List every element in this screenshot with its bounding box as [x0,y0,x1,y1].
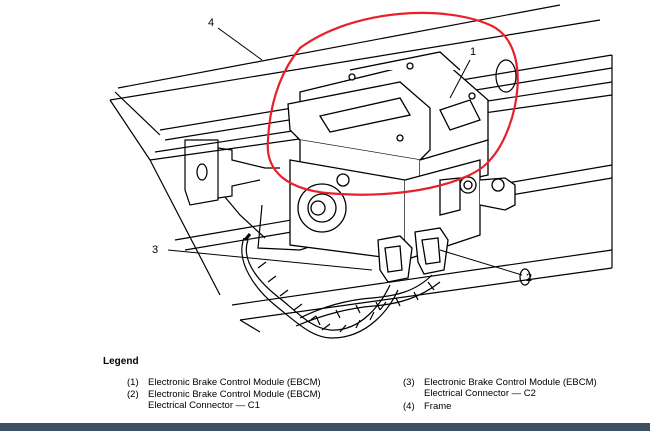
connectors [377,227,449,283]
callout-3: 3 [152,244,158,256]
legend-item-text-line2: Electrical Connector — C1 [148,400,260,411]
legend-item-number: (4) [403,401,415,412]
legend-item-number: (2) [127,389,139,400]
wiring-harness [241,233,441,339]
frame-details [184,59,531,286]
callout-2: 2 [526,272,532,284]
legend-item-number: (3) [403,377,415,388]
legend-title: Legend [103,356,139,367]
legend-item-text: Frame [424,401,452,412]
legend-item-text: Electronic Brake Control Module (EBCM) [148,389,321,400]
callout-4: 4 [208,17,214,29]
legend-item-text: Electronic Brake Control Module (EBCM) [148,377,321,388]
leader-lines [167,27,523,276]
highlight-circle [266,11,519,196]
callout-1: 1 [470,46,476,58]
bottom-bar [0,423,650,431]
legend-item-text: Electronic Brake Control Module (EBCM) [424,377,597,388]
legend-item-text-line2: Electrical Connector — C2 [424,388,536,399]
legend-item-number: (1) [127,377,139,388]
